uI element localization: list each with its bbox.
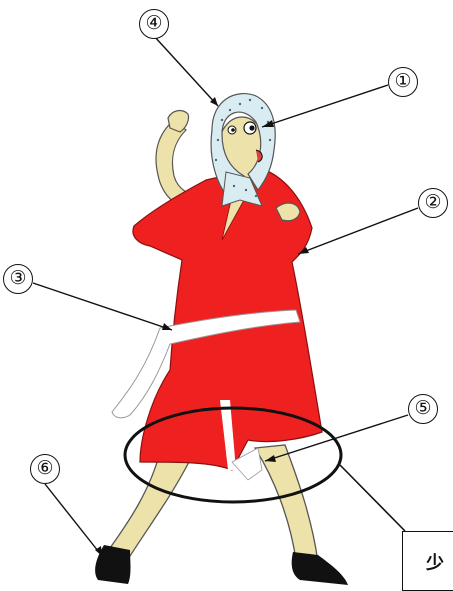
callout-2: ② [418,188,448,218]
callout-4: ④ [139,9,169,39]
callout-5: ⑤ [408,394,438,424]
callout-6: ⑥ [30,454,60,484]
callout-3: ③ [3,264,33,294]
ellipse-connector [340,465,405,531]
callout-1: ① [388,67,418,97]
caption-text: 少 [426,549,444,575]
